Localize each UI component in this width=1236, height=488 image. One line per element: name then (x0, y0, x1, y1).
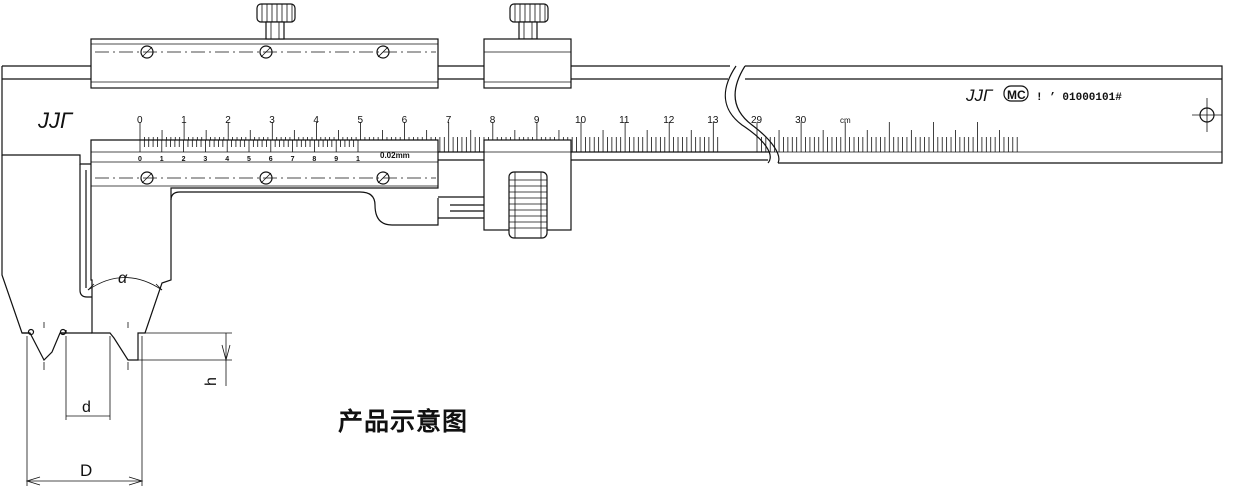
clamp-screw-icon (256, 3, 549, 40)
brand-mark-right: JJΓ (965, 86, 994, 105)
vernier-scale-labels: 0 1 2 3 4 5 6 7 8 9 1 (138, 156, 360, 163)
slot-screw-icon (140, 45, 390, 59)
mc-mark: MC (1007, 88, 1026, 102)
main-scale-label: 9 (534, 115, 540, 126)
h-label: h (203, 377, 220, 386)
D-label: D (80, 461, 92, 480)
d-dimension: d (65, 336, 111, 420)
main-scale-label: 29 (751, 115, 763, 126)
mc-badge: MC (1003, 85, 1029, 102)
serial-number: ! ’ 01000101# (1036, 92, 1122, 104)
main-beam (1, 65, 1223, 334)
main-scale-label: 0 (137, 115, 143, 126)
D-dimension: D (25, 336, 144, 486)
main-scale-label: 13 (707, 115, 719, 126)
main-scale-label: 1 (181, 115, 187, 126)
vernier-scale-ticks (139, 140, 359, 152)
vernier-scale-label: 1 (356, 156, 360, 163)
vernier-scale-label: 1 (160, 156, 164, 163)
vernier-scale-label: 3 (203, 156, 207, 163)
main-scale-label: 4 (313, 115, 319, 126)
slot-screw-icon (140, 171, 390, 185)
resolution-label: 0.02mm (380, 151, 410, 160)
alpha-angle-mark: α (87, 270, 163, 291)
vernier-scale-label: 4 (225, 156, 229, 163)
fine-adjust-knob-icon (483, 139, 572, 239)
main-scale-label: 11 (619, 115, 630, 126)
vernier-scale-label: 7 (291, 156, 295, 163)
fine-adjust-block (483, 38, 572, 89)
h-dimension: h (138, 332, 232, 386)
main-scale-label: 8 (490, 115, 496, 126)
vernier-scale-label: 2 (182, 156, 186, 163)
scale-unit-label: cm (840, 116, 851, 125)
main-scale-label: 30 (795, 115, 807, 126)
fixed-jaw (22, 164, 92, 362)
main-scale-label: 7 (446, 115, 452, 126)
main-scale-label: 5 (358, 115, 364, 126)
diagram-caption: 产品示意图 (338, 407, 469, 436)
main-scale-label: 3 (269, 115, 275, 126)
alpha-label: α (118, 270, 128, 287)
main-scale-label: 12 (663, 115, 675, 126)
crosshair-hole-icon (1192, 98, 1222, 132)
vernier-scale-label: 8 (312, 156, 316, 163)
vernier-scale-label: 9 (334, 156, 338, 163)
main-scale-label: 6 (402, 115, 408, 126)
vernier-scale-label: 5 (247, 156, 251, 163)
vernier-scale-label: 6 (269, 156, 273, 163)
main-scale-label: 10 (575, 115, 587, 126)
main-scale-label: 2 (225, 115, 231, 126)
d-label: d (82, 399, 91, 416)
brand-mark-left: JJΓ (37, 108, 74, 133)
vernier-scale-label: 0 (138, 156, 142, 163)
